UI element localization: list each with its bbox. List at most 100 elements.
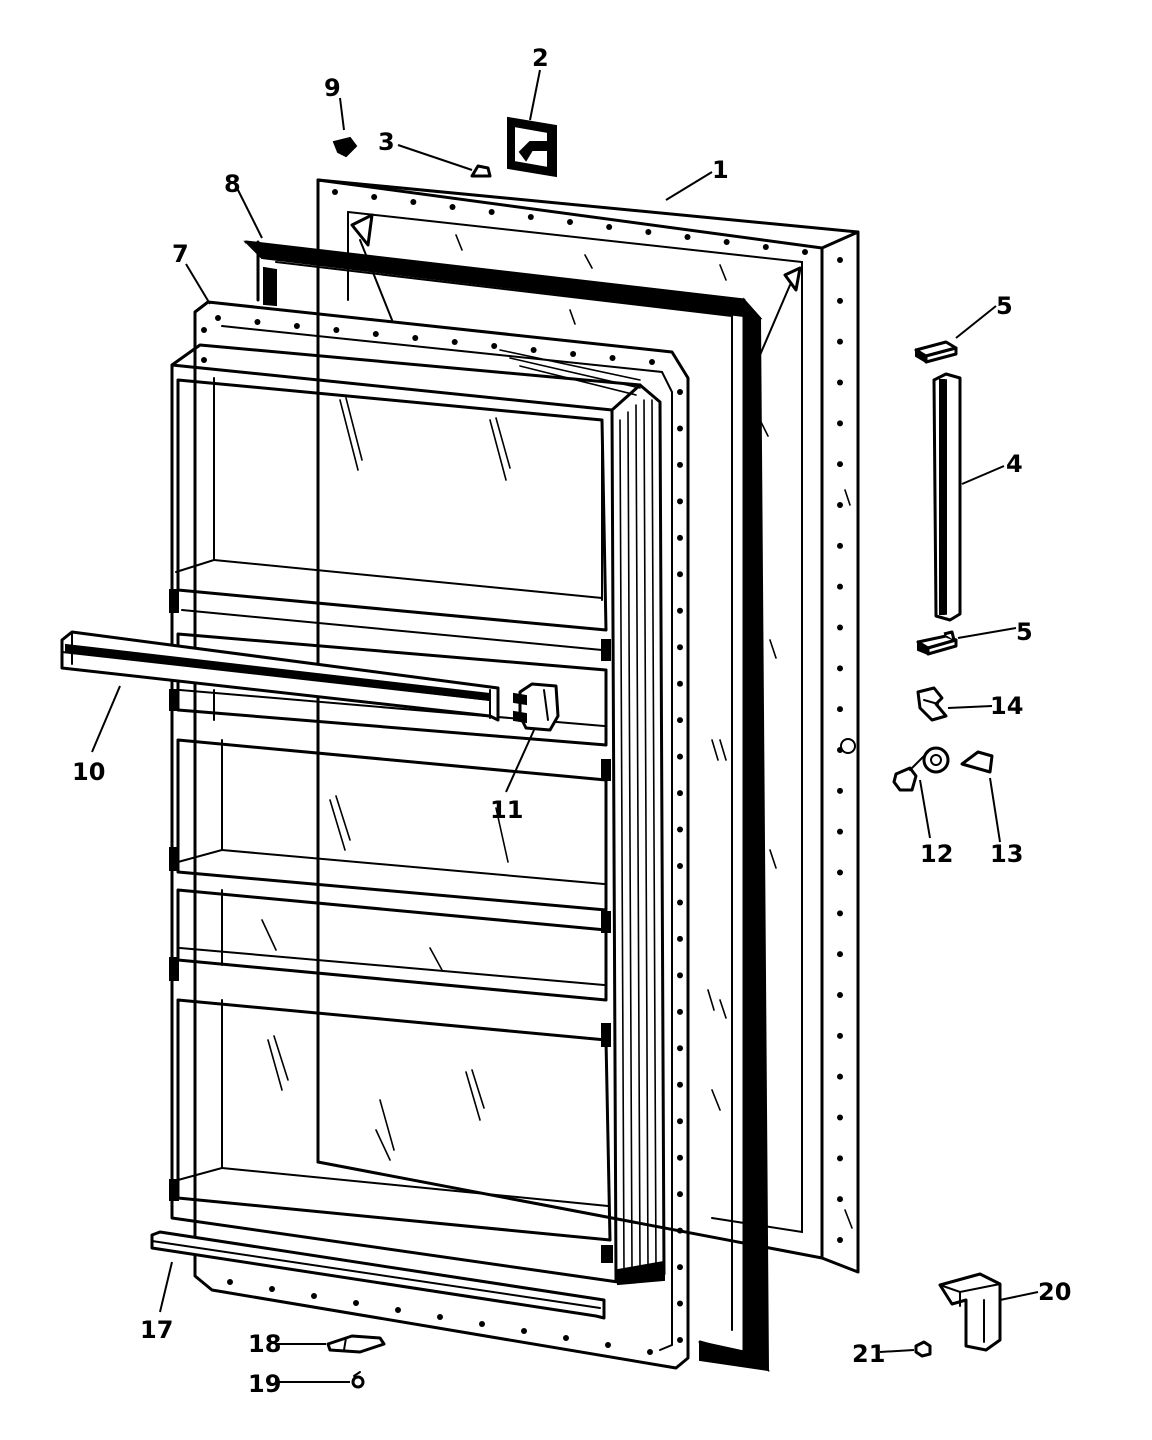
screw-hole <box>451 339 458 345</box>
callout-21: 21 <box>852 1340 885 1368</box>
screw-hole <box>677 790 683 797</box>
screw-hole <box>609 355 616 361</box>
screw-hole <box>293 323 300 329</box>
screw-hole <box>449 204 456 210</box>
screw-hole <box>837 1196 843 1203</box>
screw-hole <box>677 1264 683 1271</box>
screw-hole <box>677 498 683 505</box>
screw-hole <box>677 1227 683 1234</box>
screw-hole <box>437 1314 443 1320</box>
part-8-gasket <box>243 240 770 1372</box>
callout-7: 7 <box>172 240 189 268</box>
callout-10: 10 <box>72 758 105 786</box>
screw-hole <box>677 534 683 541</box>
screw-hole <box>254 319 261 325</box>
screw-hole <box>677 1081 683 1088</box>
callout-17: 17 <box>140 1316 173 1344</box>
part-5-end-cap-bottom <box>916 630 958 656</box>
part-12-hinge-pin <box>892 746 950 792</box>
screw-hole <box>837 297 843 304</box>
screw-hole <box>837 787 843 794</box>
leader-lines <box>91 69 1039 1383</box>
screw-hole <box>488 209 495 215</box>
screw-hole <box>837 502 843 508</box>
screw-hole <box>677 1191 683 1198</box>
screw-hole <box>530 347 537 353</box>
screw-hole <box>837 951 843 958</box>
screw-hole <box>837 583 843 590</box>
callout-labels: 1 2 3 4 5 5 7 8 9 10 11 12 13 14 17 18 1… <box>72 44 1071 1398</box>
screw-hole <box>837 869 843 876</box>
shelf-compartment-bottom <box>176 998 613 1263</box>
screw-hole <box>269 1286 275 1292</box>
screw-hole <box>527 214 534 220</box>
screw-hole <box>647 1349 653 1355</box>
callout-14: 14 <box>990 692 1023 720</box>
screw-hole <box>570 351 577 357</box>
screw-hole <box>837 1155 843 1162</box>
callout-12: 12 <box>920 840 953 868</box>
screw-hole <box>645 229 652 235</box>
shelf-compartment-top <box>175 377 608 651</box>
screw-hole <box>837 706 843 713</box>
part-3-cap <box>470 164 492 178</box>
callout-19: 19 <box>248 1370 281 1398</box>
screw-hole <box>215 315 221 321</box>
screw-hole <box>677 571 683 578</box>
screw-hole <box>677 826 683 833</box>
callout-2: 2 <box>532 44 549 72</box>
callout-5-bottom: 5 <box>1016 618 1033 646</box>
screw-hole <box>677 899 683 906</box>
callout-8: 8 <box>224 170 241 198</box>
screw-hole <box>677 680 683 687</box>
screw-hole <box>762 244 769 250</box>
screw-hole <box>563 1335 569 1341</box>
screw-hole <box>567 219 573 225</box>
part-9-plug-button <box>332 136 358 158</box>
screw-hole <box>227 1279 233 1285</box>
screw-hole <box>677 644 683 651</box>
screw-hole <box>521 1328 527 1334</box>
part-21-nut <box>914 1340 932 1358</box>
screw-hole <box>677 753 683 760</box>
part-7-door-liner <box>170 300 690 1370</box>
part-19-screw <box>351 1371 365 1389</box>
part-14-spring-clip <box>916 686 948 722</box>
part-17-bottom-trim <box>150 1230 606 1320</box>
callout-4: 4 <box>1006 450 1023 478</box>
screw-hole <box>677 1045 683 1052</box>
part-10-shelf-rail <box>60 630 500 722</box>
screw-hole <box>837 1237 843 1243</box>
screw-hole <box>837 747 843 753</box>
screw-hole <box>605 1342 611 1348</box>
screw-hole <box>837 1114 843 1121</box>
screw-hole <box>677 1154 683 1161</box>
screw-hole <box>371 194 378 200</box>
part-1-outer-door-panel <box>316 178 860 1274</box>
callout-13: 13 <box>990 840 1023 868</box>
screw-hole <box>677 863 683 869</box>
screw-hole <box>802 249 808 255</box>
screw-hole <box>332 189 338 195</box>
screw-hole <box>677 607 683 614</box>
callout-3: 3 <box>378 128 395 156</box>
screw-hole <box>837 665 843 672</box>
screw-hole <box>677 935 683 942</box>
screw-hole <box>479 1321 485 1327</box>
screw-hole <box>353 1300 359 1306</box>
callout-11: 11 <box>490 796 523 824</box>
screw-hole <box>606 224 613 230</box>
callout-18: 18 <box>248 1330 281 1358</box>
screw-hole <box>837 420 843 427</box>
screw-hole <box>677 1008 683 1015</box>
part-13-wedge <box>960 750 994 774</box>
screw-hole <box>837 338 843 345</box>
screw-hole <box>311 1293 317 1299</box>
screw-hole <box>491 343 498 349</box>
screw-hole <box>333 327 340 333</box>
part-20-cover <box>938 1272 1002 1352</box>
callout-20: 20 <box>1038 1278 1071 1306</box>
screw-hole <box>677 461 683 468</box>
screw-hole <box>837 542 843 549</box>
callout-1: 1 <box>712 156 729 184</box>
